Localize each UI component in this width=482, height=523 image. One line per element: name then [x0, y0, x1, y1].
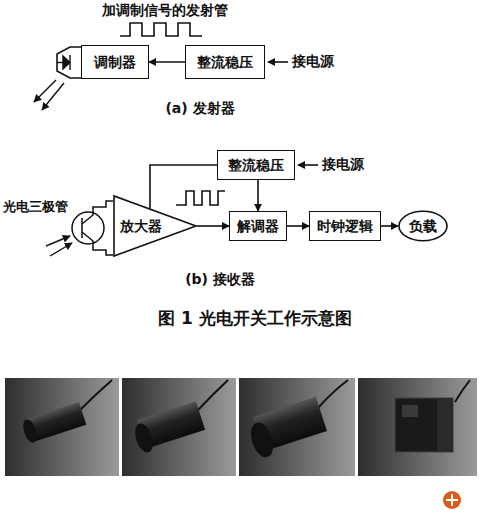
power-arrow	[268, 61, 288, 63]
process-box: 整流稳压	[217, 150, 295, 180]
sub-caption: (a) 发射器	[165, 100, 234, 117]
connector	[150, 165, 217, 209]
box-text: 调制器	[94, 54, 136, 71]
sub-caption: (b) 接收器	[185, 271, 255, 288]
watermark-logo	[443, 491, 461, 509]
process-box: 整流稳压	[185, 45, 265, 79]
ellipse-outline	[399, 211, 447, 240]
connector	[287, 225, 309, 227]
box-text: 放大器	[120, 218, 162, 235]
light-ray	[34, 80, 56, 102]
box-text: 时钟逻辑	[317, 218, 373, 235]
led-symbol	[57, 55, 70, 70]
box-text: 解调器	[237, 218, 279, 235]
box-text: 整流稳压	[197, 54, 253, 71]
box-text: 整流稳压	[228, 157, 284, 174]
power-label: 接电源	[322, 156, 364, 173]
process-box: 时钟逻辑	[309, 211, 381, 241]
process-box: 调制器	[81, 45, 149, 79]
box-text: 负载	[409, 218, 437, 235]
component-label: 光电三极管	[3, 199, 68, 215]
light-ray	[42, 83, 64, 110]
light-ray	[50, 243, 72, 256]
process-box: 解调器	[229, 211, 287, 241]
load-ellipse: 负载	[398, 210, 448, 242]
light-ray	[46, 236, 70, 246]
connector	[149, 61, 185, 63]
component-label: 加调制信号的发射管	[102, 2, 228, 19]
power-arrow	[298, 164, 318, 166]
amplifier-triangle: 放大器	[113, 195, 197, 257]
connector	[381, 225, 398, 227]
figure-caption: 图 1 光电开关工作示意图	[158, 308, 352, 328]
phototransistor-symbol	[72, 201, 113, 255]
emitter-housing	[57, 47, 81, 78]
power-label: 接电源	[292, 53, 334, 70]
connector	[257, 180, 259, 211]
product-photo	[5, 378, 477, 476]
connector	[197, 225, 229, 227]
pulse-wave	[120, 23, 202, 36]
triangle-outline	[114, 196, 196, 256]
pulse-wave	[176, 191, 225, 205]
